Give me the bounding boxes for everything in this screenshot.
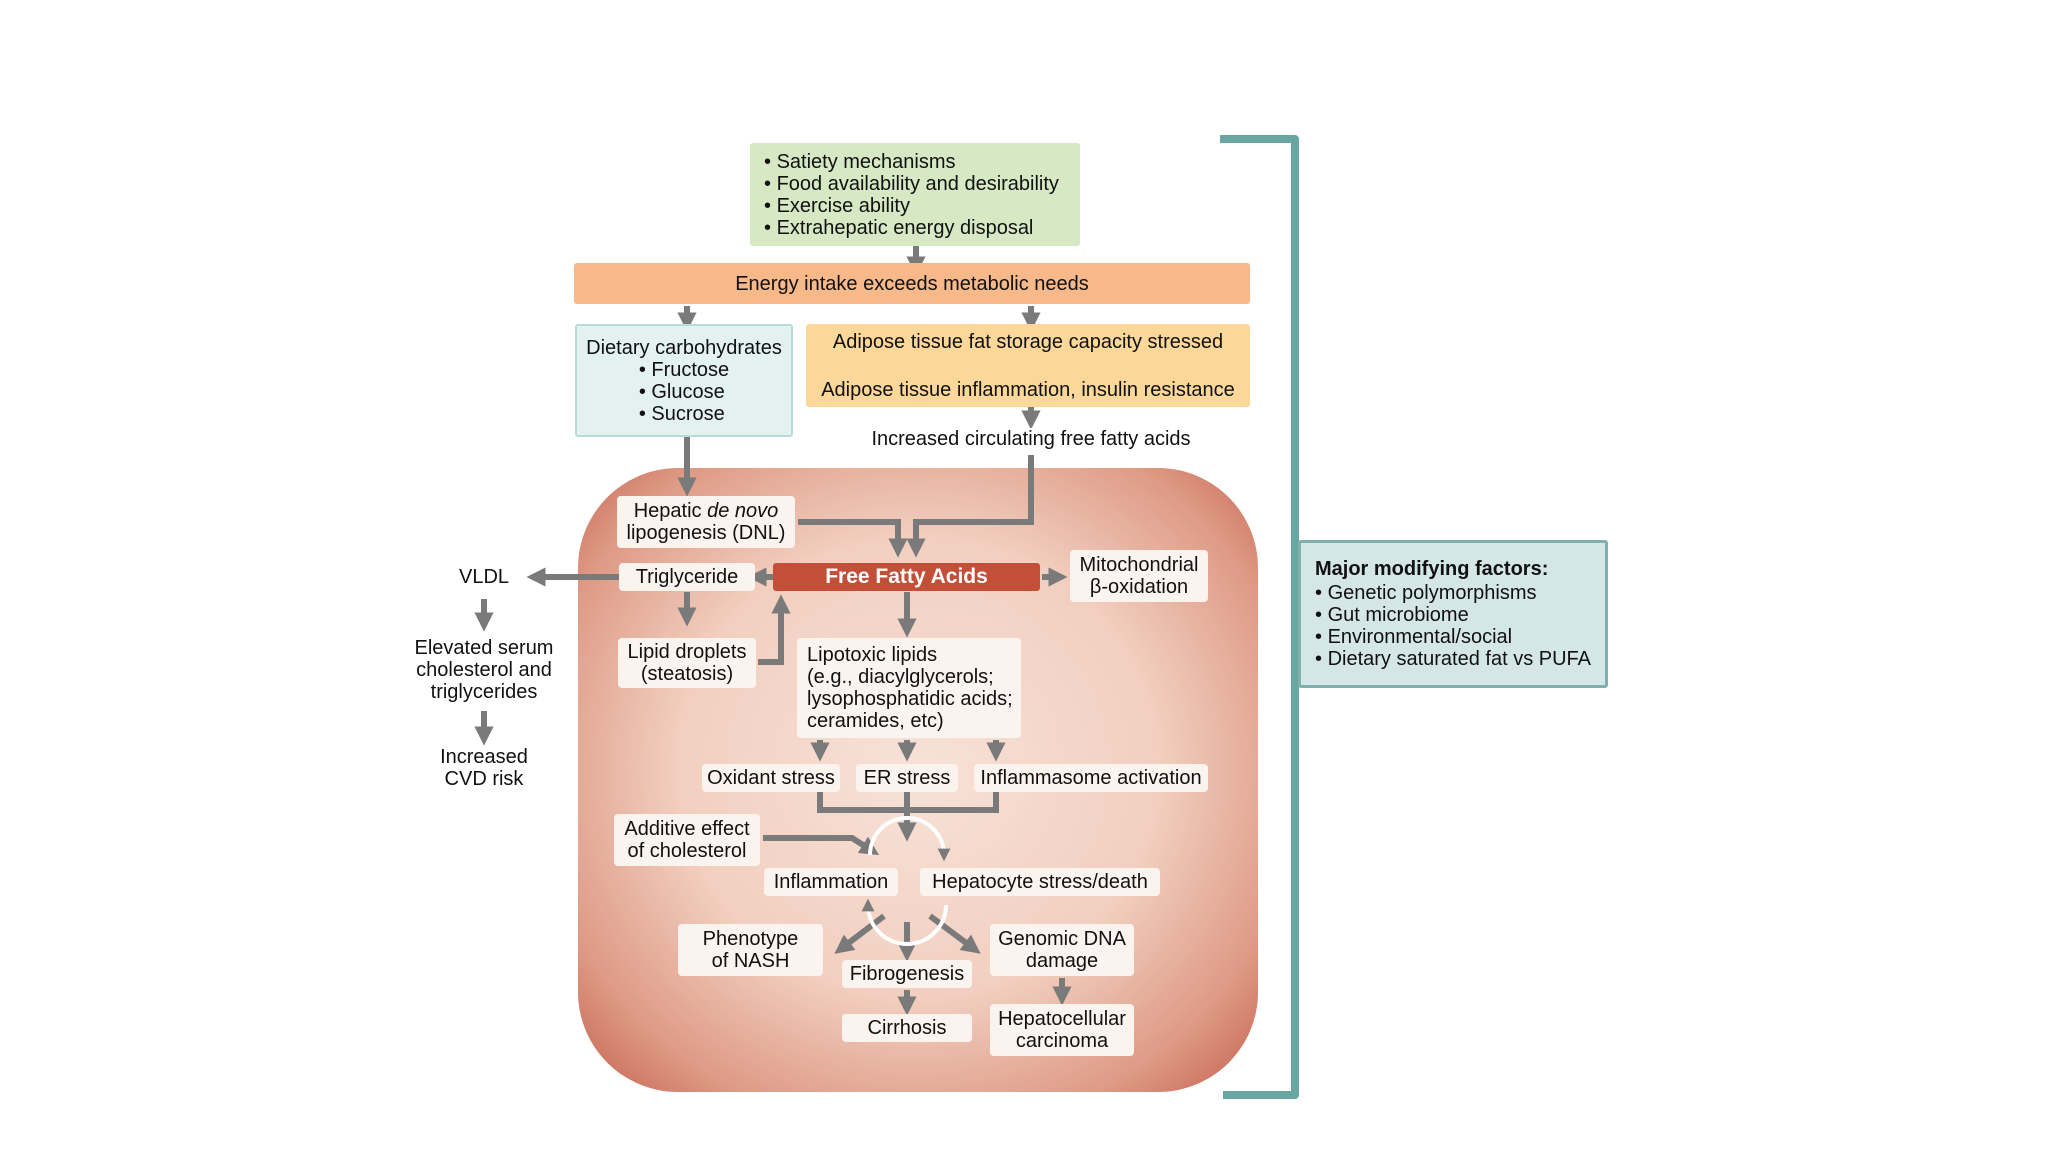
nash-phenotype-box: Phenotype of NASH [678, 924, 823, 976]
circulating-ffa-label: Increased circulating free fatty acids [831, 428, 1231, 450]
arrow-circulating-to-ffa [906, 455, 1034, 558]
inflammation-box: Inflammation [764, 868, 898, 896]
nash-line2: of NASH [711, 950, 790, 972]
cholesterol-effect-box: Additive effect of cholesterol [614, 814, 760, 866]
genomic-line1: Genomic DNA [998, 928, 1126, 950]
hepatocyte-stress-box: Hepatocyte stress/death [920, 868, 1160, 896]
energy-balance-factors-list: Satiety mechanismsFood availability and … [764, 151, 1059, 239]
elevated-line1: Elevated serum [414, 637, 554, 659]
free-fatty-acids-bar: Free Fatty Acids [773, 563, 1040, 591]
adipose-inflammation: Adipose tissue inflammation, insulin res… [821, 379, 1235, 401]
adipose-tissue-box [806, 324, 1250, 407]
energy-intake-label: Energy intake exceeds metabolic needs [735, 272, 1089, 295]
elevated-line3: triglycerides [430, 681, 538, 703]
lipotoxic-line3: lysophosphatidic acids; [807, 688, 1013, 710]
hcc-line1: Hepatocellular [998, 1008, 1126, 1030]
modifying-factor-item: Dietary saturated fat vs PUFA [1315, 648, 1591, 670]
energy-intake-bar: Energy intake exceeds metabolic needs [574, 263, 1250, 304]
hepatocellular-carcinoma-box: Hepatocellular carcinoma [990, 1004, 1134, 1056]
inflammasome-label: Inflammasome activation [980, 767, 1202, 789]
adipose-storage-stressed: Adipose tissue fat storage capacity stre… [832, 331, 1224, 353]
modifying-factor-item: Gut microbiome [1315, 604, 1591, 626]
lipotoxic-line1: Lipotoxic lipids [807, 644, 938, 666]
fibrogenesis-label: Fibrogenesis [849, 963, 965, 985]
arrow-cycle-to-nash [834, 913, 886, 954]
er-stress-label: ER stress [863, 767, 951, 789]
modifying-factors-list: Genetic polymorphismsGut microbiomeEnvir… [1315, 582, 1591, 670]
carbohydrate-item: Glucose [639, 381, 729, 403]
carbohydrate-item: Sucrose [639, 403, 729, 425]
modifying-factor-item: Environmental/social [1315, 626, 1591, 648]
cvd-line2: CVD risk [444, 768, 524, 790]
free-fatty-acids-label: Free Fatty Acids [825, 565, 988, 588]
cirrhosis-label: Cirrhosis [867, 1017, 947, 1039]
triglyceride-label: Triglyceride [635, 566, 739, 588]
dietary-carbohydrates-list: FructoseGlucoseSucrose [639, 359, 729, 425]
hepatic-dnl-line1: Hepatic de novo [633, 500, 779, 522]
energy-balance-factors-box: Satiety mechanismsFood availability and … [750, 143, 1080, 246]
vicious-cycle [861, 816, 951, 946]
lipotoxic-line4: ceramides, etc) [807, 710, 944, 732]
er-stress-box: ER stress [856, 764, 958, 792]
modifying-bracket [1220, 135, 1299, 1099]
energy-balance-factor-item: Food availability and desirability [764, 173, 1059, 195]
genomic-line2: damage [1025, 950, 1099, 972]
nash-line1: Phenotype [702, 928, 799, 950]
dietary-carbohydrates-title: Dietary carbohydrates [586, 336, 782, 359]
carbohydrate-item: Fructose [639, 359, 729, 381]
mitochondrial-line1: Mitochondrial [1079, 554, 1199, 576]
inflammation-label: Inflammation [773, 871, 889, 893]
lipotoxic-lipids-box: Lipotoxic lipids (e.g., diacylglycerols;… [797, 638, 1021, 738]
dietary-carbohydrates-box: Dietary carbohydrates FructoseGlucoseSuc… [575, 324, 793, 437]
cirrhosis-box: Cirrhosis [842, 1014, 972, 1042]
arrow-cycle-to-genomic [928, 913, 981, 954]
vldl-label: VLDL [458, 566, 510, 588]
inflammasome-activation-box: Inflammasome activation [974, 764, 1208, 792]
cholesterol-line1: Additive effect [624, 818, 750, 840]
oxidant-stress-box: Oxidant stress [702, 764, 840, 792]
elevated-line2: cholesterol and [416, 659, 552, 681]
modifying-factors-box: Major modifying factors: Genetic polymor… [1298, 540, 1608, 688]
lipid-droplets-line1: Lipid droplets [627, 641, 747, 663]
energy-balance-factor-item: Extrahepatic energy disposal [764, 217, 1059, 239]
hepatocyte-stress-label: Hepatocyte stress/death [932, 871, 1148, 893]
mitochondrial-oxidation-box: Mitochondrial β-oxidation [1070, 550, 1208, 602]
lipotoxic-line2: (e.g., diacylglycerols; [807, 666, 994, 688]
lipid-droplets-box: Lipid droplets (steatosis) [618, 638, 756, 688]
arrow-dnl-to-ffa [798, 519, 908, 558]
cvd-line1: Increased [440, 746, 528, 768]
hepatic-dnl-box: Hepatic de novo lipogenesis (DNL) [617, 496, 795, 548]
arrow-droplets-to-triglyceride [758, 594, 791, 665]
triglyceride-box: Triglyceride [619, 563, 755, 591]
hcc-line2: carcinoma [1015, 1030, 1109, 1052]
mitochondrial-line2: β-oxidation [1089, 576, 1189, 598]
elevated-serum-label: Elevated serum cholesterol and triglycer… [394, 637, 574, 703]
increased-cvd-risk-label: Increased CVD risk [414, 746, 554, 790]
fibrogenesis-box: Fibrogenesis [842, 960, 972, 988]
oxidant-stress-label: Oxidant stress [707, 767, 835, 789]
modifying-factor-item: Genetic polymorphisms [1315, 582, 1591, 604]
cholesterol-line2: of cholesterol [627, 840, 747, 862]
energy-balance-factor-item: Satiety mechanisms [764, 151, 1059, 173]
energy-balance-factor-item: Exercise ability [764, 195, 1059, 217]
modifying-factors-title: Major modifying factors: [1315, 558, 1549, 580]
genomic-damage-box: Genomic DNA damage [990, 924, 1134, 976]
lipid-droplets-line2: (steatosis) [640, 663, 734, 685]
arrow-cholesterol-to-cycle [763, 835, 880, 856]
hepatic-dnl-line2: lipogenesis (DNL) [626, 522, 786, 544]
